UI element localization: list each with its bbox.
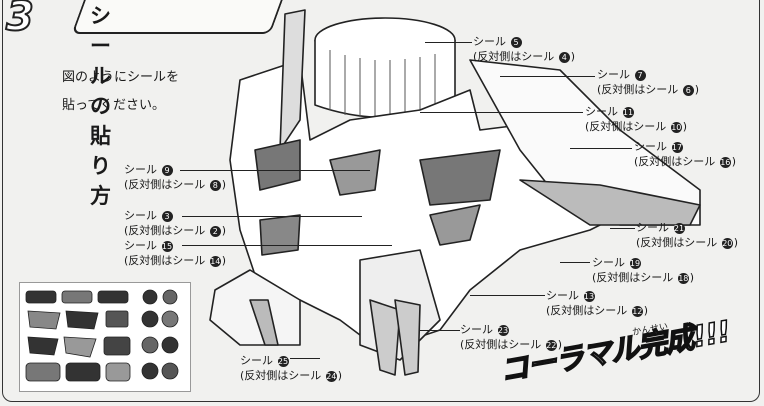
instruction-line-2: 貼ってください。 <box>62 98 165 113</box>
leader-line <box>182 245 392 246</box>
leader-line <box>470 295 545 296</box>
callout-seal-9: シール 9 (反対側はシール 8) <box>124 163 227 191</box>
leader-line <box>420 112 583 113</box>
callout-seal-13: シール 13 (反対側はシール 12) <box>546 289 649 317</box>
callout-seal-5: シール 5 (反対側はシール 4) <box>473 35 576 63</box>
leader-line <box>425 42 472 43</box>
callout-seal-17: シール 17 (反対側はシール 16) <box>634 140 737 168</box>
leader-line <box>560 262 590 263</box>
step-number: 3 <box>5 0 35 41</box>
callout-seal-7: シール 7 (反対側はシール 6) <box>597 68 700 96</box>
callout-seal-21: シール 21 (反対側はシール 20) <box>636 221 739 249</box>
leader-line <box>180 170 370 171</box>
step-title: シールの貼り方 <box>90 4 112 208</box>
leader-line <box>500 76 595 77</box>
callout-seal-19: シール 19 (反対側はシール 18) <box>592 256 695 284</box>
callout-seal-23: シール 23 (反対側はシール 22) <box>460 323 563 351</box>
leader-line <box>182 216 362 217</box>
leader-line <box>570 148 632 149</box>
callout-seal-3: シール 3 (反対側はシール 2) <box>124 209 227 237</box>
instruction-line-1: 図のようにシールを <box>62 70 180 85</box>
instruction-text: 図のようにシールを 貼ってください。 <box>62 64 179 120</box>
callout-seal-15: シール 15 (反対側はシール 14) <box>124 239 227 267</box>
callout-seal-25: シール 25 (反対側はシール 24) <box>240 354 343 382</box>
leader-line <box>420 330 460 331</box>
sticker-sheet-thumbnail <box>19 282 191 392</box>
callout-seal-11: シール 11 (反対側はシール 10) <box>585 105 688 133</box>
leader-line <box>290 358 320 359</box>
leader-line <box>610 228 635 229</box>
